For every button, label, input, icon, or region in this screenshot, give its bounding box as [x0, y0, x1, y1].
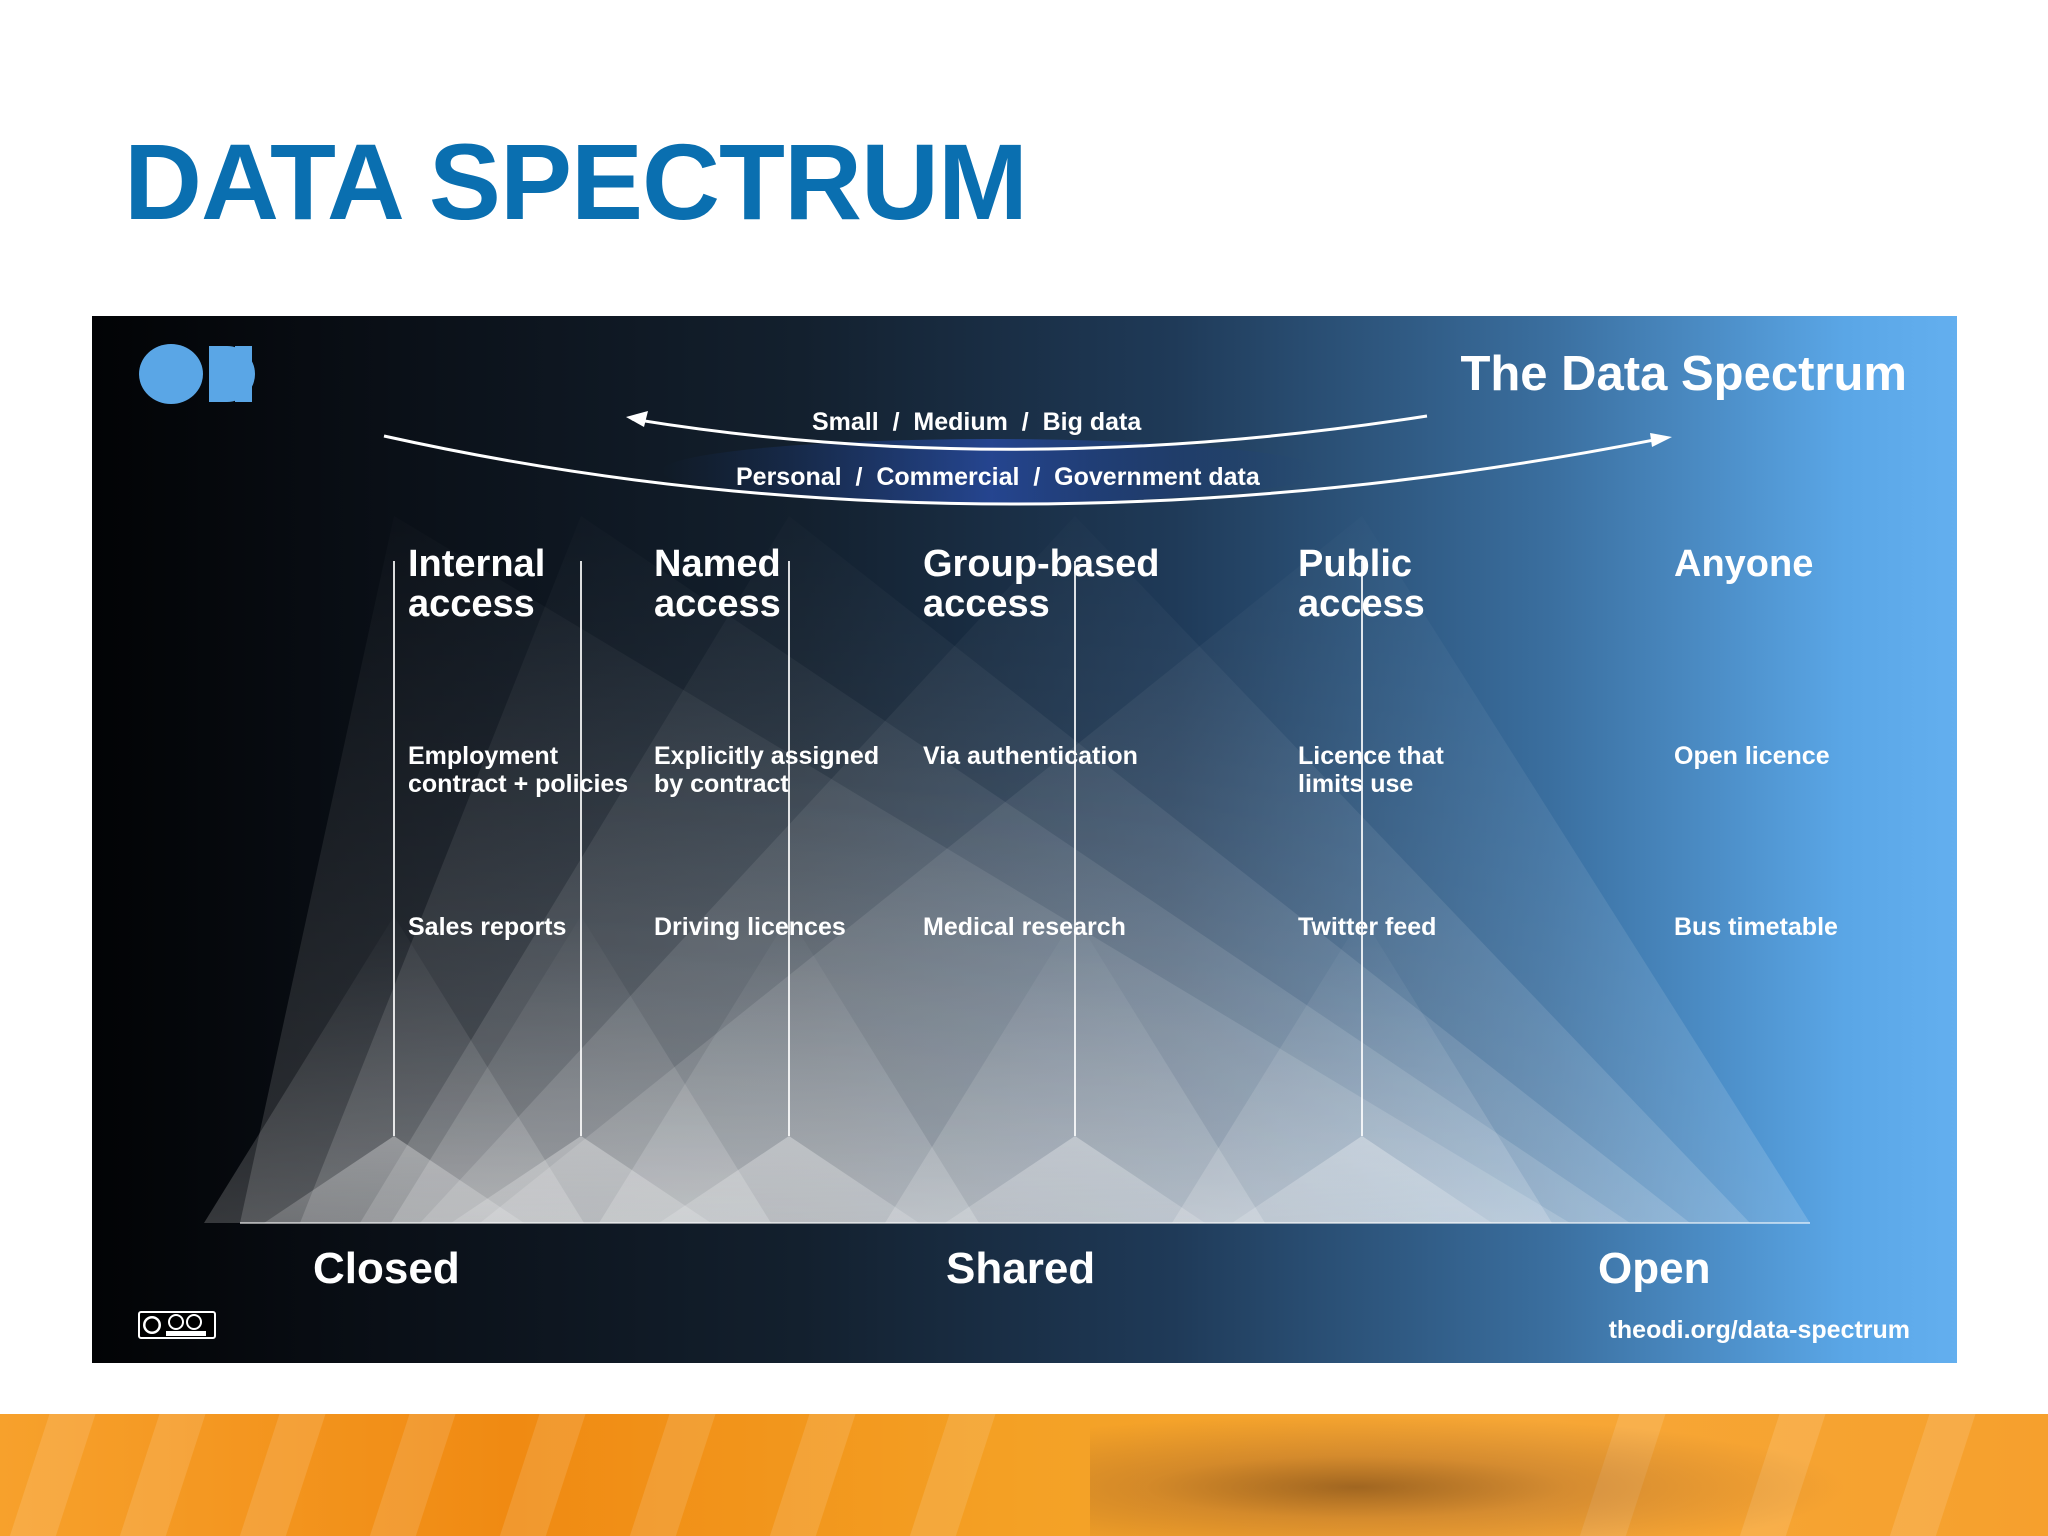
column-license-internal-access: Employment contract + policies	[408, 742, 629, 798]
slide-title: DATA SPECTRUM	[124, 121, 1028, 242]
arc-bottom-label: Personal / Commercial / Government data	[736, 463, 1260, 491]
column-title-anyone: Anyone	[1674, 543, 1814, 585]
column-example-anyone: Bus timetable	[1674, 913, 1838, 941]
odi-logo-icon	[139, 344, 255, 404]
beam-anyone	[480, 516, 1810, 1223]
column-example-public-access: Twitter feed	[1298, 913, 1437, 941]
source-url: theodi.org/data-spectrum	[1608, 1316, 1910, 1344]
column-example-group-based-access: Medical research	[923, 913, 1126, 941]
arc-bottom	[383, 434, 1665, 506]
label-shared: Shared	[946, 1244, 1096, 1293]
column-title-group-based-access: Group-based access	[923, 543, 1160, 625]
triangle-public-access	[945, 1136, 1205, 1223]
arc-bottom-arrowhead	[1650, 433, 1672, 447]
triangle-named-access	[451, 1136, 711, 1223]
column-license-anyone: Open licence	[1674, 742, 1830, 770]
label-open: Open	[1598, 1244, 1711, 1293]
column-license-group-based-access: Via authentication	[923, 742, 1138, 770]
panel-heading: The Data Spectrum	[1460, 347, 1907, 401]
spectrum-poles	[393, 561, 1363, 1136]
spectrum-geometry	[139, 344, 1810, 1224]
decorative-orange-banner	[0, 1414, 2048, 1536]
triangle-internal-access	[264, 1136, 524, 1223]
spectrum-triangles	[264, 1136, 1492, 1223]
column-title-named-access: Named access	[654, 543, 781, 625]
arc-glow	[662, 439, 1322, 503]
column-title-public-access: Public access	[1298, 543, 1425, 625]
column-example-internal-access: Sales reports	[408, 913, 567, 941]
column-title-internal-access: Internal access	[408, 543, 546, 625]
data-spectrum-panel: The Data Spectrum Small / Medium / Big d…	[92, 316, 1957, 1363]
label-closed: Closed	[313, 1244, 460, 1293]
arc-top-label: Small / Medium / Big data	[812, 408, 1142, 436]
triangle-group-based-access	[659, 1136, 919, 1223]
triangle-anyone	[1232, 1136, 1492, 1223]
column-example-named-access: Driving licences	[654, 913, 846, 941]
column-license-public-access: Licence that limits use	[1298, 742, 1444, 798]
arc-top-arrowhead	[626, 411, 648, 427]
banner-texture	[1090, 1414, 1850, 1536]
cc-by-sa-badge-icon	[138, 1311, 216, 1339]
column-license-named-access: Explicitly assigned by contract	[654, 742, 880, 798]
arc-top	[631, 414, 1428, 451]
